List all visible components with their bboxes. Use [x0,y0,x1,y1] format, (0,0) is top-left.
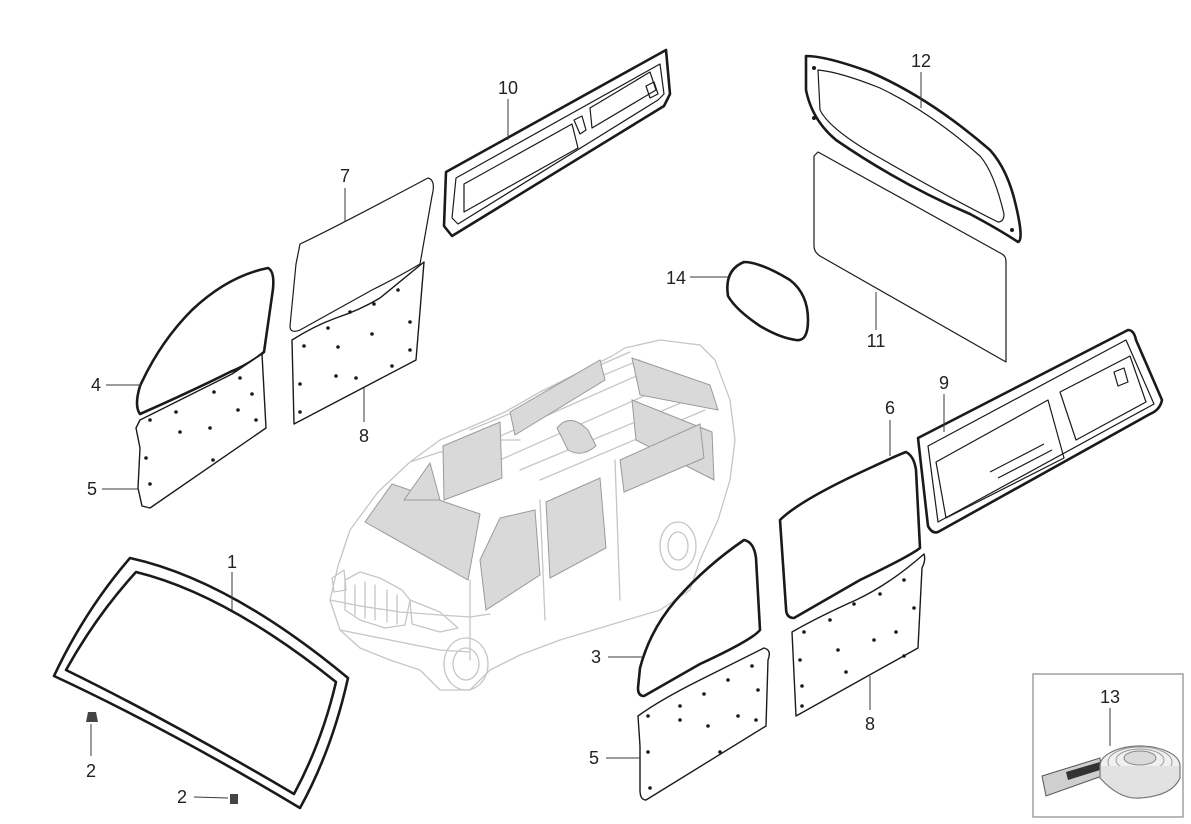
callout-2b: 2 [177,787,187,807]
van-illustration [329,339,736,691]
callout-5a: 5 [87,479,97,499]
sliding-door-glass-right [778,450,922,620]
side-window-left [442,48,672,238]
clip-part-a [86,712,98,722]
callout-10: 10 [498,78,518,98]
callout-14: 14 [666,268,686,288]
callout-3: 3 [591,647,601,667]
callout-5b: 5 [589,748,599,768]
sealing-tape-inset [1032,673,1184,818]
callout-6: 6 [885,398,895,418]
front-door-glass-right [636,538,762,698]
rear-glass-frame [804,54,1022,244]
slider-trim-left [291,261,425,425]
callout-4: 4 [91,375,101,395]
callout-2a: 2 [86,761,96,781]
rear-glass [813,151,1007,363]
callout-labels: 1 2 2 3 4 5 5 6 7 8 8 9 10 11 12 13 14 [86,51,1120,807]
callout-7: 7 [340,166,350,186]
callout-8b: 8 [865,714,875,734]
trim-panel-left [135,353,267,509]
roof-glass [726,260,810,342]
trim-panel-right [637,647,771,801]
front-door-glass-left [135,266,275,416]
callout-11: 11 [867,331,886,351]
callout-13: 13 [1100,687,1120,707]
windshield-part [52,556,350,810]
callout-12: 12 [911,51,931,71]
side-window-right [916,328,1164,534]
leader-lines [90,72,1111,799]
sliding-door-glass-left [289,177,434,332]
slider-trim-right [791,553,926,717]
callout-1: 1 [227,552,237,572]
callout-9: 9 [939,373,949,393]
callout-8a: 8 [359,426,369,446]
clip-part-b [230,794,238,804]
